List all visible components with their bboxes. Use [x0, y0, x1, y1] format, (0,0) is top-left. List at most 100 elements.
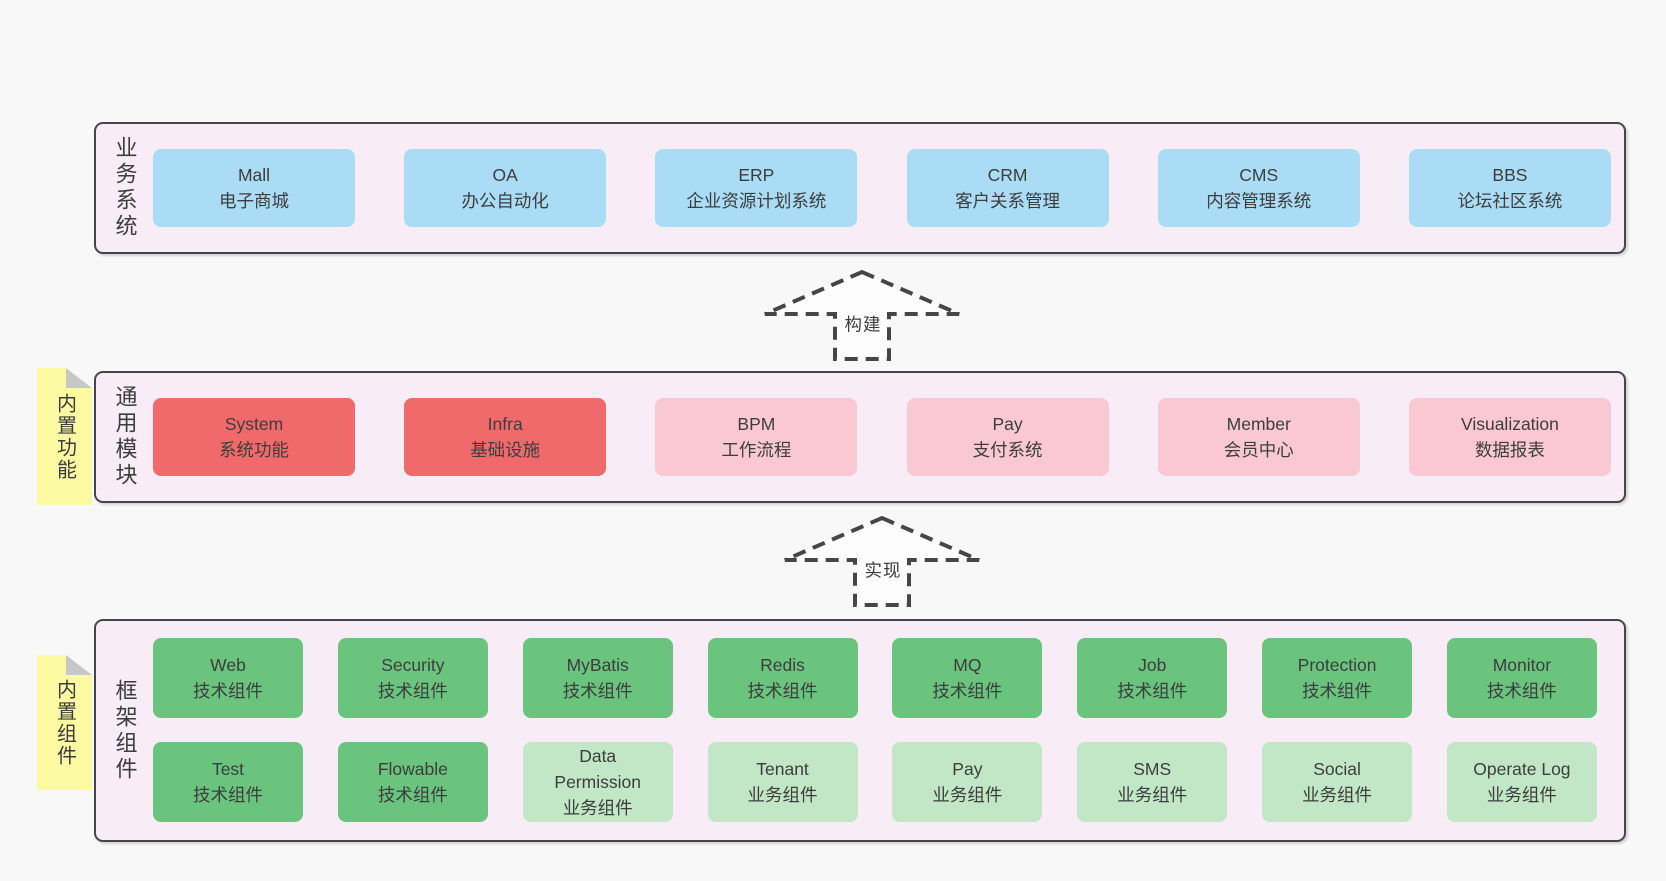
box-subtitle: 业务组件 — [1302, 785, 1373, 805]
arrow-build-label: 构建 — [844, 314, 882, 335]
box-title: SMS — [1133, 758, 1172, 779]
box-subtitle: 业务组件 — [1486, 785, 1557, 805]
box-subtitle: 系统功能 — [219, 440, 289, 460]
box-subtitle: 客户关系管理 — [955, 191, 1061, 211]
box-mall: Mall 电子商城 — [153, 149, 355, 227]
box-redis: Redis 技术组件 — [707, 638, 858, 718]
box-subtitle: 技术组件 — [377, 785, 448, 805]
box-title: Job — [1138, 654, 1167, 675]
box-title: Pay — [992, 413, 1023, 434]
box-web: Web 技术组件 — [153, 638, 303, 718]
box-protection: Protection 技术组件 — [1262, 638, 1413, 718]
box-subtitle: 支付系统 — [972, 440, 1043, 460]
box-subtitle: 技术组件 — [562, 681, 633, 701]
sticky-note-builtin-features-label: 内置功能 — [53, 392, 76, 481]
box-subtitle: 技术组件 — [193, 681, 263, 701]
box-title: Member — [1226, 413, 1291, 434]
box-data-permission: Data Permission 业务组件 — [522, 742, 673, 822]
box-title: Web — [210, 654, 246, 675]
layer-label-framework-components: 框架组件 — [112, 678, 138, 783]
box-monitor: Monitor 技术组件 — [1446, 638, 1597, 718]
box-title: Mall — [237, 164, 271, 185]
box-subtitle: 业务组件 — [1117, 785, 1188, 805]
box-bpm: BPM 工作流程 — [655, 398, 858, 476]
sticky-note-builtin-components-label: 内置组件 — [53, 678, 76, 767]
box-operate-log: Operate Log 业务组件 — [1446, 742, 1597, 822]
box-cms: CMS 内容管理系统 — [1157, 149, 1360, 227]
arrow-up-implement-icon — [784, 515, 980, 607]
box-title: BBS — [1492, 164, 1528, 185]
box-title: Visualization — [1460, 413, 1559, 434]
box-flowable: Flowable 技术组件 — [337, 742, 488, 822]
box-subtitle: 技术组件 — [377, 681, 448, 701]
layer-label-common-modules: 通用模块 — [112, 385, 138, 489]
box-title: Infra — [487, 413, 523, 434]
box-mq: MQ 技术组件 — [892, 638, 1043, 718]
box-mybatis: MyBatis 技术组件 — [522, 638, 673, 718]
arrow-implement-label: 实现 — [864, 560, 902, 581]
box-subtitle: 技术组件 — [1302, 681, 1373, 701]
modules-box-row: System 系统功能 Infra 基础设施 BPM 工作流程 Pay 支付系统 Member 会… — [153, 373, 1624, 501]
box-job: Job 技术组件 — [1077, 638, 1228, 718]
note-fold-corner — [66, 368, 92, 388]
box-title: Operate Log — [1473, 758, 1571, 779]
box-title: CMS — [1239, 164, 1279, 185]
box-subtitle: 业务组件 — [562, 798, 633, 819]
box-visualization: Visualization 数据报表 — [1408, 398, 1611, 476]
box-subtitle: 业务组件 — [932, 785, 1003, 805]
box-bbs: BBS 论坛社区系统 — [1408, 149, 1611, 227]
box-title: Protection — [1297, 654, 1377, 675]
box-title: Data Permission — [554, 745, 641, 792]
box-title: Pay — [952, 758, 983, 779]
box-subtitle: 技术组件 — [193, 785, 263, 805]
box-subtitle: 技术组件 — [747, 681, 818, 701]
box-pay: Pay 支付系统 — [906, 398, 1109, 476]
sticky-note-builtin-features: 内置功能 — [37, 368, 92, 505]
box-member: Member 会员中心 — [1157, 398, 1360, 476]
box-title: System — [224, 413, 284, 434]
box-social: Social 业务组件 — [1262, 742, 1413, 822]
box-title: Redis — [760, 654, 805, 675]
box-subtitle: 技术组件 — [1117, 681, 1188, 701]
box-erp: ERP 企业资源计划系统 — [655, 149, 858, 227]
box-subtitle: 论坛社区系统 — [1457, 191, 1563, 211]
box-subtitle: 技术组件 — [932, 681, 1003, 701]
box-title: Social — [1313, 758, 1361, 779]
layer-common-modules: 通用模块 System 系统功能 Infra 基础设施 BPM 工作流程 Pay 支付系统 Me… — [94, 371, 1626, 503]
box-pay: Pay 业务组件 — [892, 742, 1043, 822]
box-title: BPM — [737, 413, 776, 434]
box-security: Security 技术组件 — [337, 638, 488, 718]
box-infra: Infra 基础设施 — [404, 398, 607, 476]
box-title: MQ — [953, 654, 982, 675]
box-subtitle: 会员中心 — [1223, 440, 1294, 460]
box-test: Test 技术组件 — [153, 742, 303, 822]
box-subtitle: 数据报表 — [1474, 440, 1545, 460]
box-title: Monitor — [1492, 654, 1552, 675]
box-subtitle: 基础设施 — [470, 440, 541, 460]
box-subtitle: 工作流程 — [721, 440, 792, 460]
sticky-note-builtin-components: 内置组件 — [37, 655, 92, 790]
box-subtitle: 内容管理系统 — [1206, 191, 1312, 211]
box-title: Flowable — [377, 758, 448, 779]
box-system: System 系统功能 — [153, 398, 355, 476]
box-title: ERP — [738, 164, 775, 185]
box-title: CRM — [987, 164, 1028, 185]
box-subtitle: 技术组件 — [1486, 681, 1557, 701]
box-tenant: Tenant 业务组件 — [707, 742, 858, 822]
box-title: Security — [381, 654, 445, 675]
box-title: OA — [492, 164, 518, 185]
box-title: Tenant — [756, 758, 809, 779]
box-subtitle: 业务组件 — [747, 785, 818, 805]
box-subtitle: 电子商城 — [219, 191, 289, 211]
box-title: Test — [211, 758, 245, 779]
layer-label-business-systems: 业务系统 — [112, 136, 138, 240]
box-subtitle: 企业资源计划系统 — [686, 191, 827, 211]
box-title: MyBatis — [566, 654, 629, 675]
box-crm: CRM 客户关系管理 — [906, 149, 1109, 227]
